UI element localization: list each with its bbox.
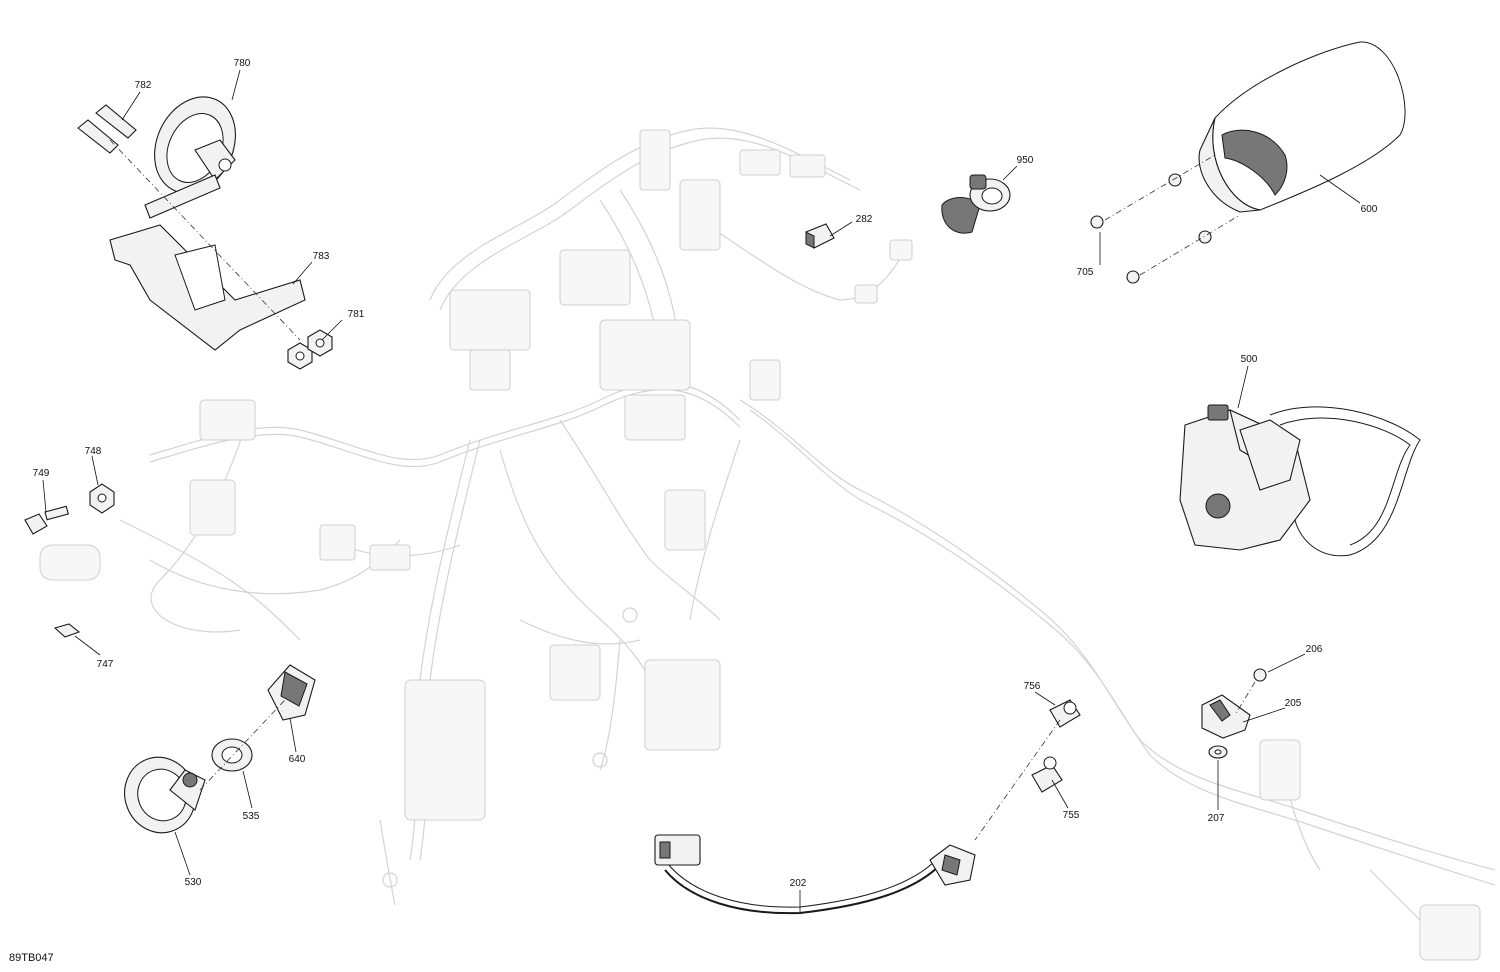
- callout-206: 206: [1306, 644, 1323, 655]
- bolt-part-749: [24, 505, 69, 535]
- callout-748: 748: [85, 446, 102, 457]
- gauge-cluster-part-600: [1198, 41, 1406, 213]
- callout-950: 950: [1017, 155, 1034, 166]
- fuse-holder-part-756: [1049, 699, 1081, 728]
- sensor-part-530: [124, 756, 206, 834]
- harness-part-202: [654, 834, 976, 915]
- leader-lines: [42, 69, 1361, 912]
- callout-535: 535: [243, 811, 260, 822]
- callout-500: 500: [1241, 354, 1258, 365]
- callout-640: 640: [289, 754, 306, 765]
- callout-782: 782: [135, 80, 152, 91]
- callout-780: 780: [234, 58, 251, 69]
- callout-202: 202: [790, 878, 807, 889]
- callout-755: 755: [1063, 810, 1080, 821]
- callout-207: 207: [1208, 813, 1225, 824]
- handlebar-switch-part-500: [1179, 404, 1421, 557]
- callout-756: 756: [1024, 681, 1041, 692]
- nut-part-206: [1253, 668, 1267, 682]
- callout-labels: 780 782 783 781 282 950 600 705 500 748 …: [33, 58, 1378, 889]
- washer-part-207: [1208, 745, 1228, 759]
- callout-282: 282: [856, 214, 873, 225]
- callout-600: 600: [1361, 204, 1378, 215]
- callout-205: 205: [1285, 698, 1302, 709]
- connector-part-640: [267, 664, 316, 721]
- main-wiring-harness-ghost: [39, 127, 1496, 961]
- bracket-part-205: [1201, 694, 1251, 739]
- callout-749: 749: [33, 468, 50, 479]
- nuts-part-781: [287, 329, 333, 370]
- callout-705: 705: [1077, 267, 1094, 278]
- fuse-holder-part-755: [1031, 756, 1063, 793]
- horn-bracket-part-783: [109, 174, 306, 351]
- nut-part-748: [89, 483, 115, 514]
- callout-530: 530: [185, 877, 202, 888]
- grommet-part-535: [211, 738, 253, 772]
- power-outlet-part-950: [941, 174, 1011, 234]
- connector-part-282: [805, 223, 835, 249]
- horn-part-780: [154, 96, 236, 194]
- callout-747: 747: [97, 659, 114, 670]
- callout-783: 783: [313, 251, 330, 262]
- drawing-reference-code: 89TB047: [9, 952, 54, 964]
- screws-part-782: [77, 104, 137, 154]
- screws-part-705: [1090, 173, 1212, 284]
- clip-part-747: [53, 623, 81, 638]
- callout-781: 781: [348, 309, 365, 320]
